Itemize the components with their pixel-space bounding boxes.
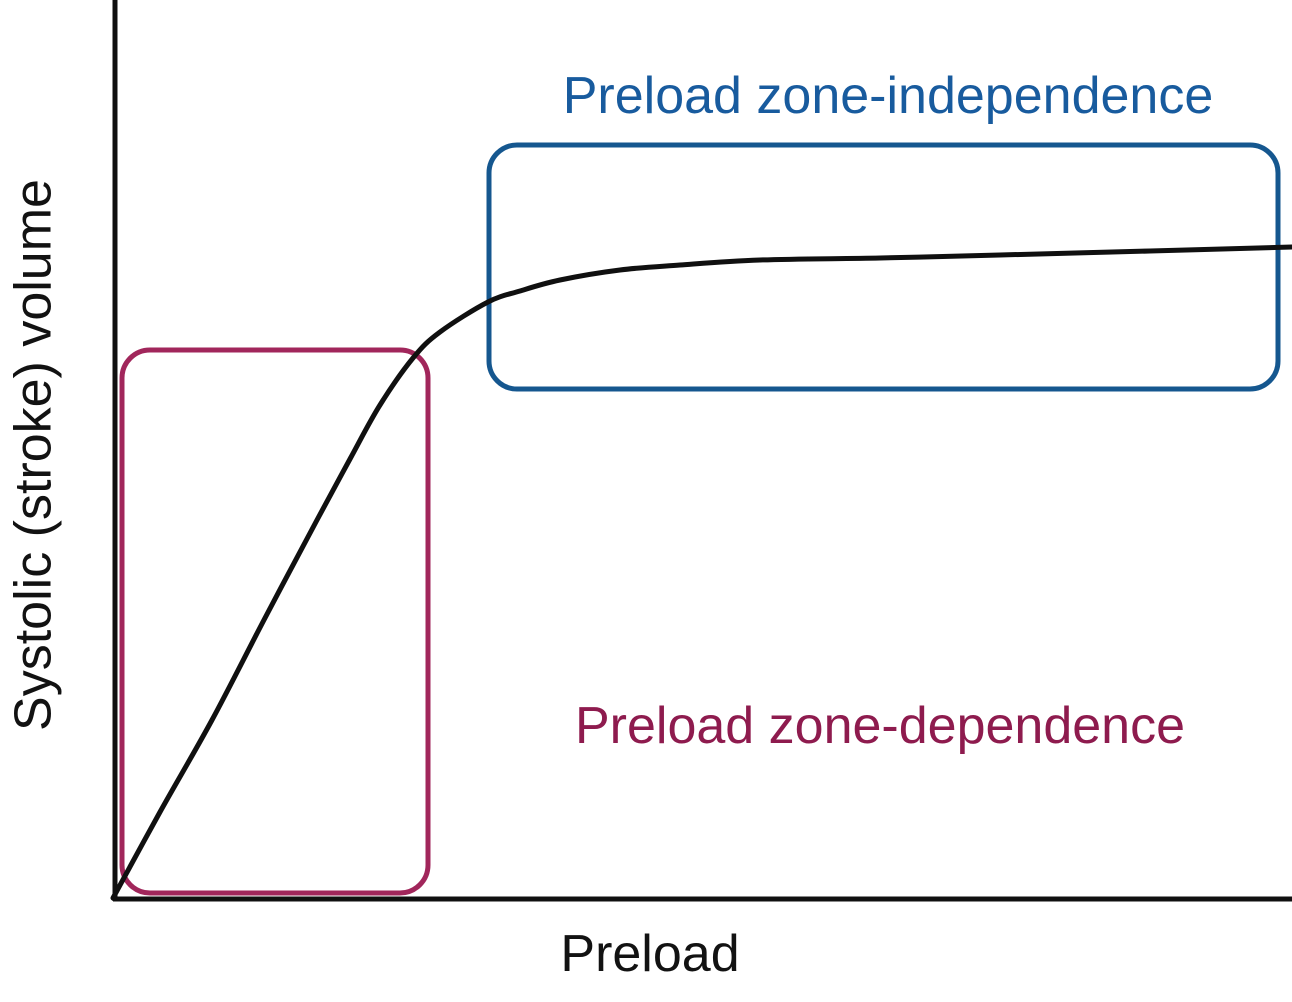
zone-boxes xyxy=(119,142,1281,896)
x-axis-label: Preload xyxy=(560,925,740,983)
zone-independence-label: Preload zone-independence xyxy=(562,67,1214,125)
zone-dependence-label: Preload zone-dependence xyxy=(574,697,1186,755)
y-axis-label: Systolic (stroke) volume xyxy=(4,179,63,731)
zone-box-dependence xyxy=(119,347,431,896)
stroke-volume-curve xyxy=(110,244,1292,901)
zone-box-independence xyxy=(486,142,1281,392)
